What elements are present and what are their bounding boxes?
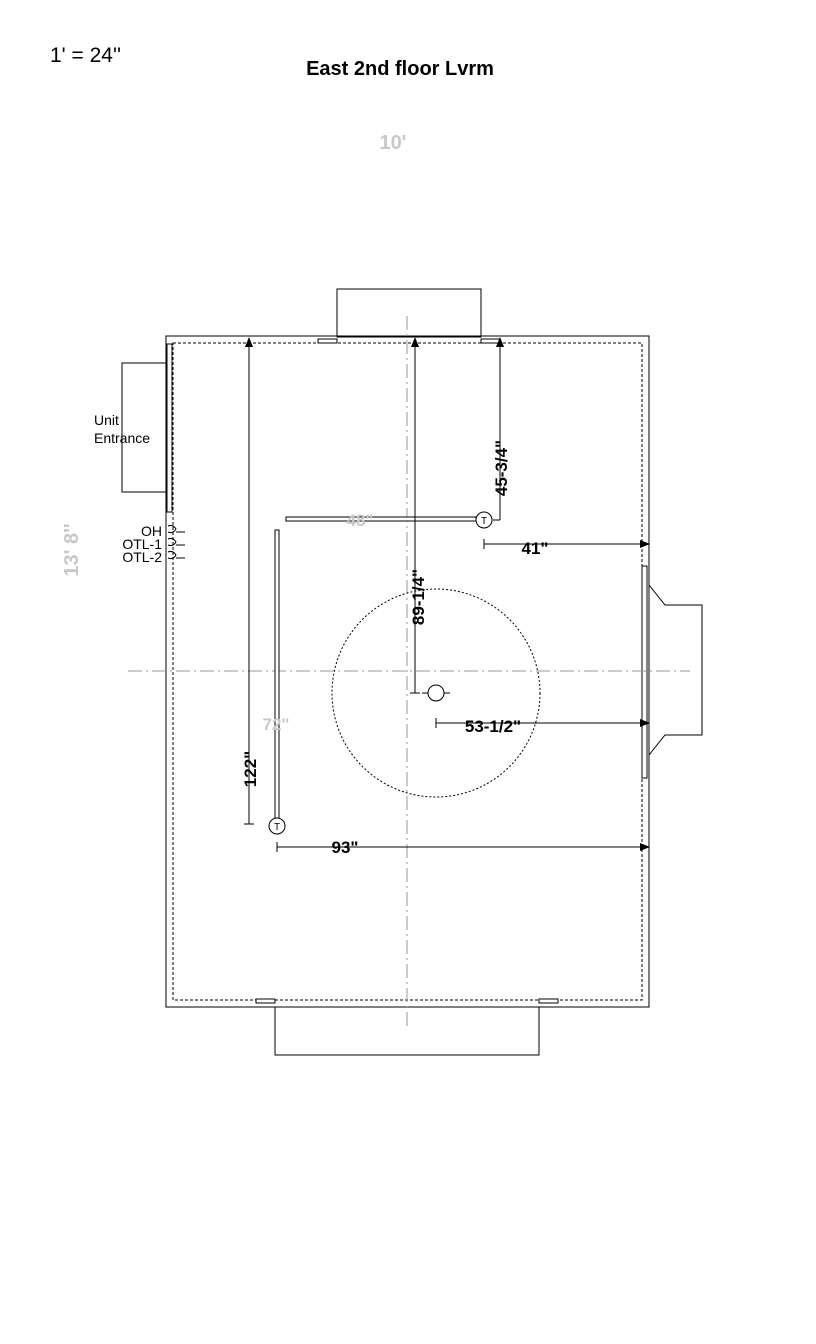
dim-t1-to-top: 45-3/4" (492, 440, 511, 496)
thermostat-1-icon: T (475, 511, 493, 529)
right-window-bay (648, 584, 703, 756)
switch-label-otl-1: OTL-1 (122, 536, 162, 552)
wall-72-label: 72" (263, 715, 290, 734)
top-window-bay (336, 288, 482, 338)
entrance-door (166, 343, 173, 513)
dim-t1-to-right: 41" (522, 539, 549, 558)
outlet-marker (480, 338, 501, 344)
switch-symbol-icon (167, 537, 185, 547)
room-depth-label: 13' 8'' (61, 523, 83, 576)
outlet-marker (317, 338, 338, 344)
thermostat-2-icon: T (268, 817, 286, 835)
drawing-title: East 2nd floor Lvrm (306, 58, 494, 80)
interior-wall-72 (274, 529, 280, 823)
dim-t2-to-top: 122" (241, 751, 260, 787)
wall-48-label: 48" (347, 511, 374, 530)
switch-symbol-icon (167, 524, 185, 534)
dim-center-to-top: 89-1/4" (409, 569, 428, 625)
dim-t2-to-right: 93" (332, 838, 359, 857)
outlet-marker (255, 998, 276, 1004)
outlet-marker (538, 998, 559, 1004)
switch-symbol-icon (167, 550, 185, 560)
svg-text:T: T (481, 516, 487, 527)
right-window-frame (641, 565, 648, 779)
switch-label-oh: OH (141, 523, 162, 539)
dim-center-to-right: 53-1/2" (465, 717, 521, 736)
entrance-label-line2: Entrance (94, 430, 150, 446)
svg-text:T: T (274, 822, 280, 833)
entrance-label-line1: Unit (94, 412, 119, 428)
switch-group: OH OTL-1 OTL-2 (122, 523, 185, 565)
ceiling-fan-sweep (331, 588, 541, 798)
scale-label: 1' = 24'' (50, 44, 121, 67)
interior-wall-48 (285, 516, 477, 522)
room-width-label: 10' (379, 132, 406, 154)
switch-label-otl-2: OTL-2 (122, 549, 162, 565)
ceiling-center-icon (422, 684, 450, 702)
entrance-alcove (121, 362, 167, 493)
